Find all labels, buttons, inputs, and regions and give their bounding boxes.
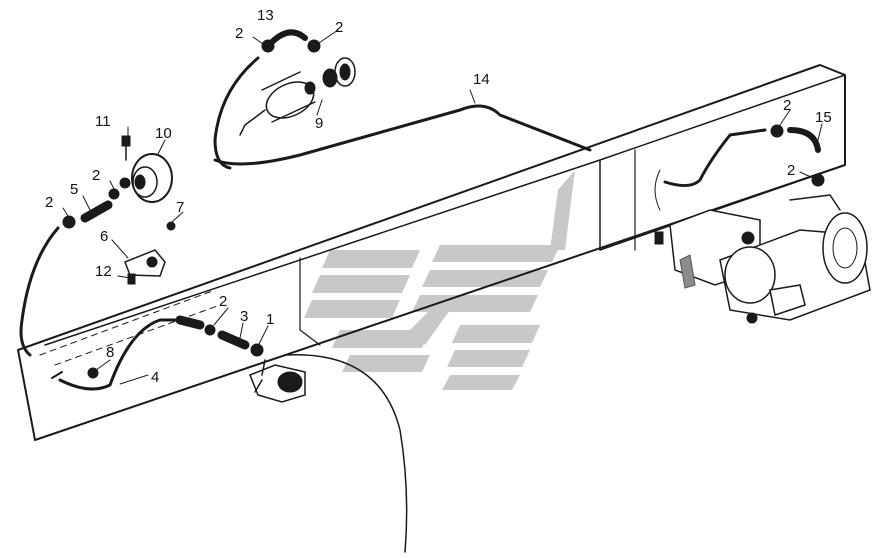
callout-10: 10	[155, 125, 172, 142]
hose-3	[204, 324, 306, 403]
callout-14: 14	[473, 71, 490, 88]
callout-8: 8	[106, 344, 114, 361]
callout-1: 1	[266, 311, 274, 328]
hose-left-top	[213, 56, 260, 170]
callout-6: 6	[100, 228, 108, 245]
bracket-6	[124, 221, 176, 285]
callout-2: 2	[335, 19, 343, 36]
hose-5	[19, 188, 120, 357]
callout-5: 5	[70, 181, 78, 198]
fuel-pump	[239, 57, 356, 136]
callout-2: 2	[783, 97, 791, 114]
fuel-line-4	[51, 315, 205, 391]
callout-4: 4	[151, 369, 159, 386]
callout-2: 2	[219, 293, 227, 310]
heater-unit	[654, 124, 871, 324]
callout-2: 2	[92, 167, 100, 184]
callout-9: 9	[315, 115, 323, 132]
callout-2: 2	[787, 162, 795, 179]
callout-2: 2	[235, 25, 243, 42]
callout-7: 7	[176, 199, 184, 216]
callout-leaders	[62, 29, 823, 385]
watermark-logo	[304, 170, 575, 390]
callout-3: 3	[240, 308, 248, 325]
callout-15: 15	[815, 109, 832, 126]
filter-10	[119, 135, 173, 203]
frame-rail	[17, 64, 846, 441]
fitting-13	[261, 29, 321, 53]
callout-12: 12	[95, 263, 112, 280]
callout-13: 13	[257, 7, 274, 24]
callout-2: 2	[45, 194, 53, 211]
callout-labels: 13 2 2 14 11 10 9 2 5 2 7 6 12 2 3 1 8 4…	[45, 7, 832, 386]
wheel-arc	[284, 353, 408, 553]
callout-11: 11	[95, 113, 111, 130]
